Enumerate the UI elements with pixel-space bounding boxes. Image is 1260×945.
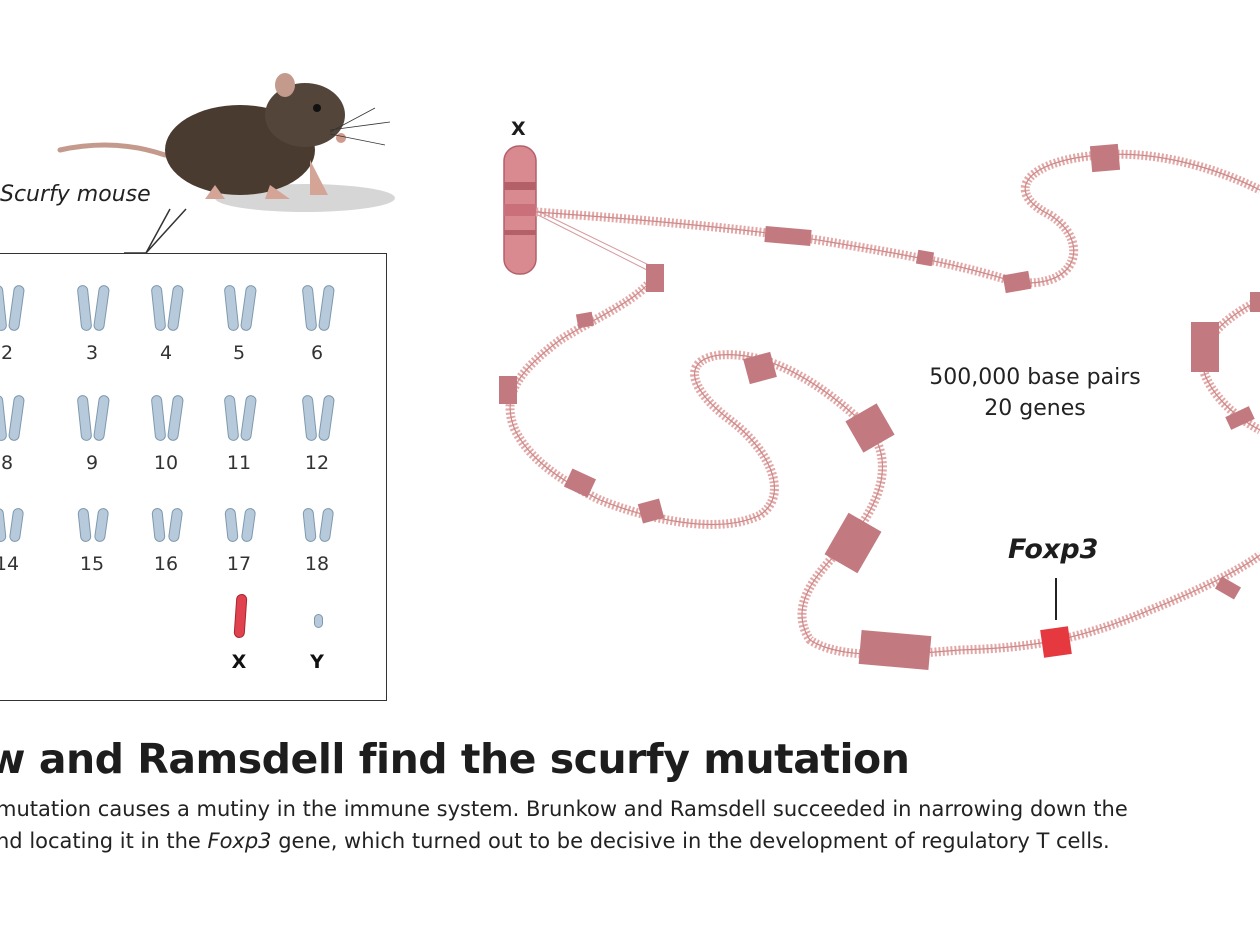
foxp3-label: Foxp3 bbox=[1008, 534, 1099, 565]
chromosome-number: 15 bbox=[79, 553, 105, 575]
chromosome-number: 2 bbox=[0, 342, 14, 364]
gene bbox=[1250, 292, 1260, 312]
x-chromosome-label: X bbox=[511, 118, 526, 140]
gene bbox=[764, 226, 812, 246]
gene bbox=[1214, 576, 1242, 600]
gene bbox=[563, 468, 597, 498]
gene-name: Foxp3 bbox=[207, 829, 272, 853]
chromosome-number: 4 bbox=[159, 342, 173, 364]
chromosome bbox=[314, 614, 323, 628]
mouse-label: Scurfy mouse bbox=[0, 182, 151, 207]
base-pairs-text: 500,000 base pairs bbox=[929, 365, 1141, 390]
gene bbox=[1089, 143, 1121, 173]
chromosome-number: 5 bbox=[232, 342, 246, 364]
sex-chromosome-label: X bbox=[231, 651, 247, 673]
sex-chromosome-label: Y bbox=[310, 651, 324, 673]
foxp3-gene bbox=[1040, 626, 1072, 658]
chromosome-number: 11 bbox=[226, 452, 252, 474]
chromosome-number: 18 bbox=[304, 553, 330, 575]
chromosome-number: 9 bbox=[85, 452, 99, 474]
gene bbox=[646, 264, 664, 292]
heading: ow and Ramsdell find the scurfy mutation bbox=[0, 735, 910, 783]
gene bbox=[824, 512, 882, 574]
chromosome-number: 10 bbox=[153, 452, 179, 474]
karyotype-panel bbox=[0, 253, 387, 701]
dna-helix bbox=[505, 272, 1260, 659]
gene bbox=[858, 630, 932, 670]
chromosome-number: 12 bbox=[304, 452, 330, 474]
body-text: gene, which turned out to be decisive in… bbox=[271, 829, 1110, 853]
mouse-illustration bbox=[57, 73, 395, 212]
dna-backbone bbox=[509, 274, 1260, 656]
gene bbox=[1225, 406, 1255, 430]
chromosome-number: 14 bbox=[0, 553, 20, 575]
body-line-1: mutation causes a mutiny in the immune s… bbox=[0, 797, 1128, 821]
chromosome-number: 6 bbox=[310, 342, 324, 364]
dna-helix bbox=[535, 149, 1260, 288]
gene bbox=[1191, 322, 1219, 372]
gene bbox=[1002, 270, 1032, 294]
gene bbox=[499, 376, 517, 404]
gene bbox=[637, 498, 665, 524]
chromosome-number: 3 bbox=[85, 342, 99, 364]
chromosome-number: 17 bbox=[226, 553, 252, 575]
chromosome-number: 8 bbox=[0, 452, 14, 474]
gene bbox=[743, 351, 777, 385]
gene bbox=[575, 311, 595, 329]
dna-strand bbox=[499, 143, 1260, 670]
region-size-label: 500,000 base pairs 20 genes bbox=[915, 362, 1155, 424]
foxp3-pointer bbox=[1055, 578, 1057, 620]
x-chromosome-icon bbox=[503, 145, 656, 275]
body-line-2: nd locating it in the Foxp3 gene, which … bbox=[0, 829, 1110, 853]
chromosome-number: 16 bbox=[153, 553, 179, 575]
body-text: nd locating it in the bbox=[0, 829, 208, 853]
gene bbox=[845, 403, 895, 453]
gene bbox=[915, 249, 935, 267]
gene-count-text: 20 genes bbox=[984, 396, 1086, 421]
